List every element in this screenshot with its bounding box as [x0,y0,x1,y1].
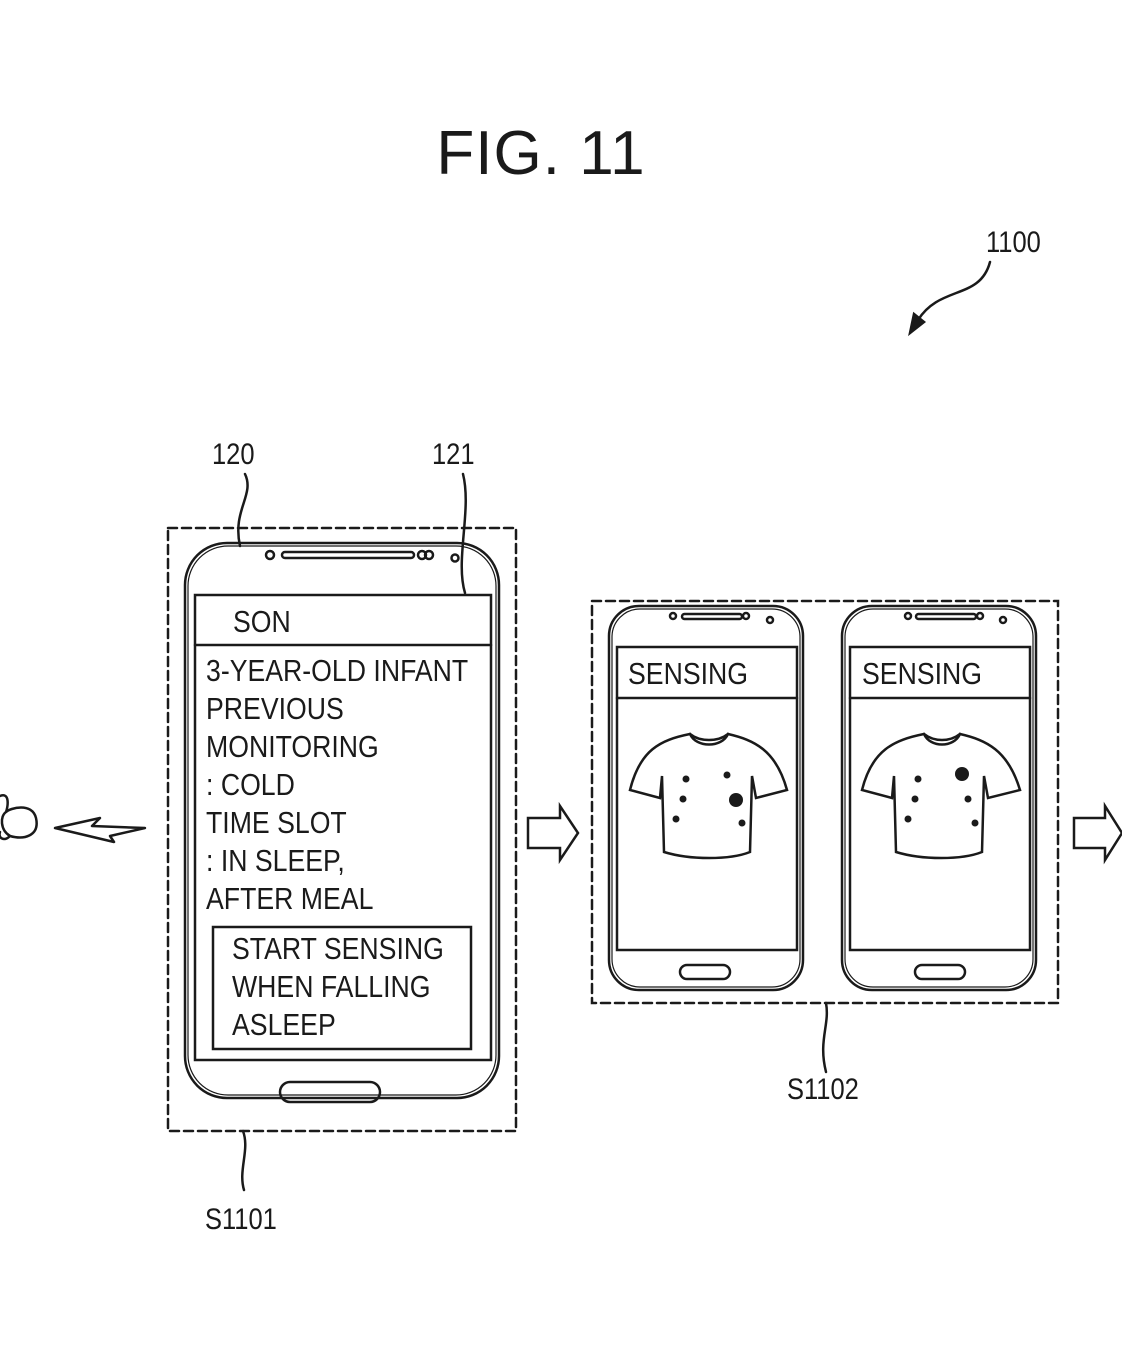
leader-s1101 [241,1129,247,1192]
leader-121 [460,472,467,595]
action-line: START SENSING [232,931,444,966]
phone-sensing-1 [607,604,805,992]
infant-info-list: 3-YEAR-OLD INFANT PREVIOUS MONITORING : … [206,652,511,918]
screen-reference-121: 121 [432,438,475,471]
sensing-header-2: SENSING [862,656,982,691]
step-1101-dashed-frame [166,526,518,1133]
figure-title: FIG. 11 [436,119,646,188]
sensor-dots-2 [904,767,979,827]
phone-120 [183,541,501,1104]
active-sensor-dot [955,767,969,781]
info-line: MONITORING [206,729,379,764]
t-shirt-icon [860,732,1022,860]
info-line: : IN SLEEP, [206,843,345,878]
sensor-dots-1 [672,771,746,827]
step-label-s1101: S1101 [205,1203,277,1236]
right-arrow-icon [1072,801,1122,865]
start-sensing-button[interactable]: START SENSING WHEN FALLING ASLEEP [232,930,478,1044]
right-arrow-icon [526,801,580,865]
reference-arrow-1100 [908,260,992,337]
wearable-device-icon [0,794,38,841]
leader-120 [237,472,249,548]
info-line: 3-YEAR-OLD INFANT [206,653,469,688]
t-shirt-icon [628,732,789,860]
leader-s1102 [821,1001,829,1074]
info-line: TIME SLOT [206,805,347,840]
phone-sensing-2 [840,604,1038,992]
step-label-s1102: S1102 [787,1073,859,1106]
figure-reference-number: 1100 [986,226,1041,259]
action-line: WHEN FALLING [232,969,431,1004]
sensing-header-1: SENSING [628,656,748,691]
wireless-signal-icon [53,816,147,844]
info-line: PREVIOUS [206,691,344,726]
info-line: AFTER MEAL [206,881,374,916]
device-reference-120: 120 [212,438,255,471]
screen-header-son: SON [233,604,291,639]
action-line: ASLEEP [232,1007,336,1042]
info-line: : COLD [206,767,295,802]
active-sensor-dot [729,793,743,807]
